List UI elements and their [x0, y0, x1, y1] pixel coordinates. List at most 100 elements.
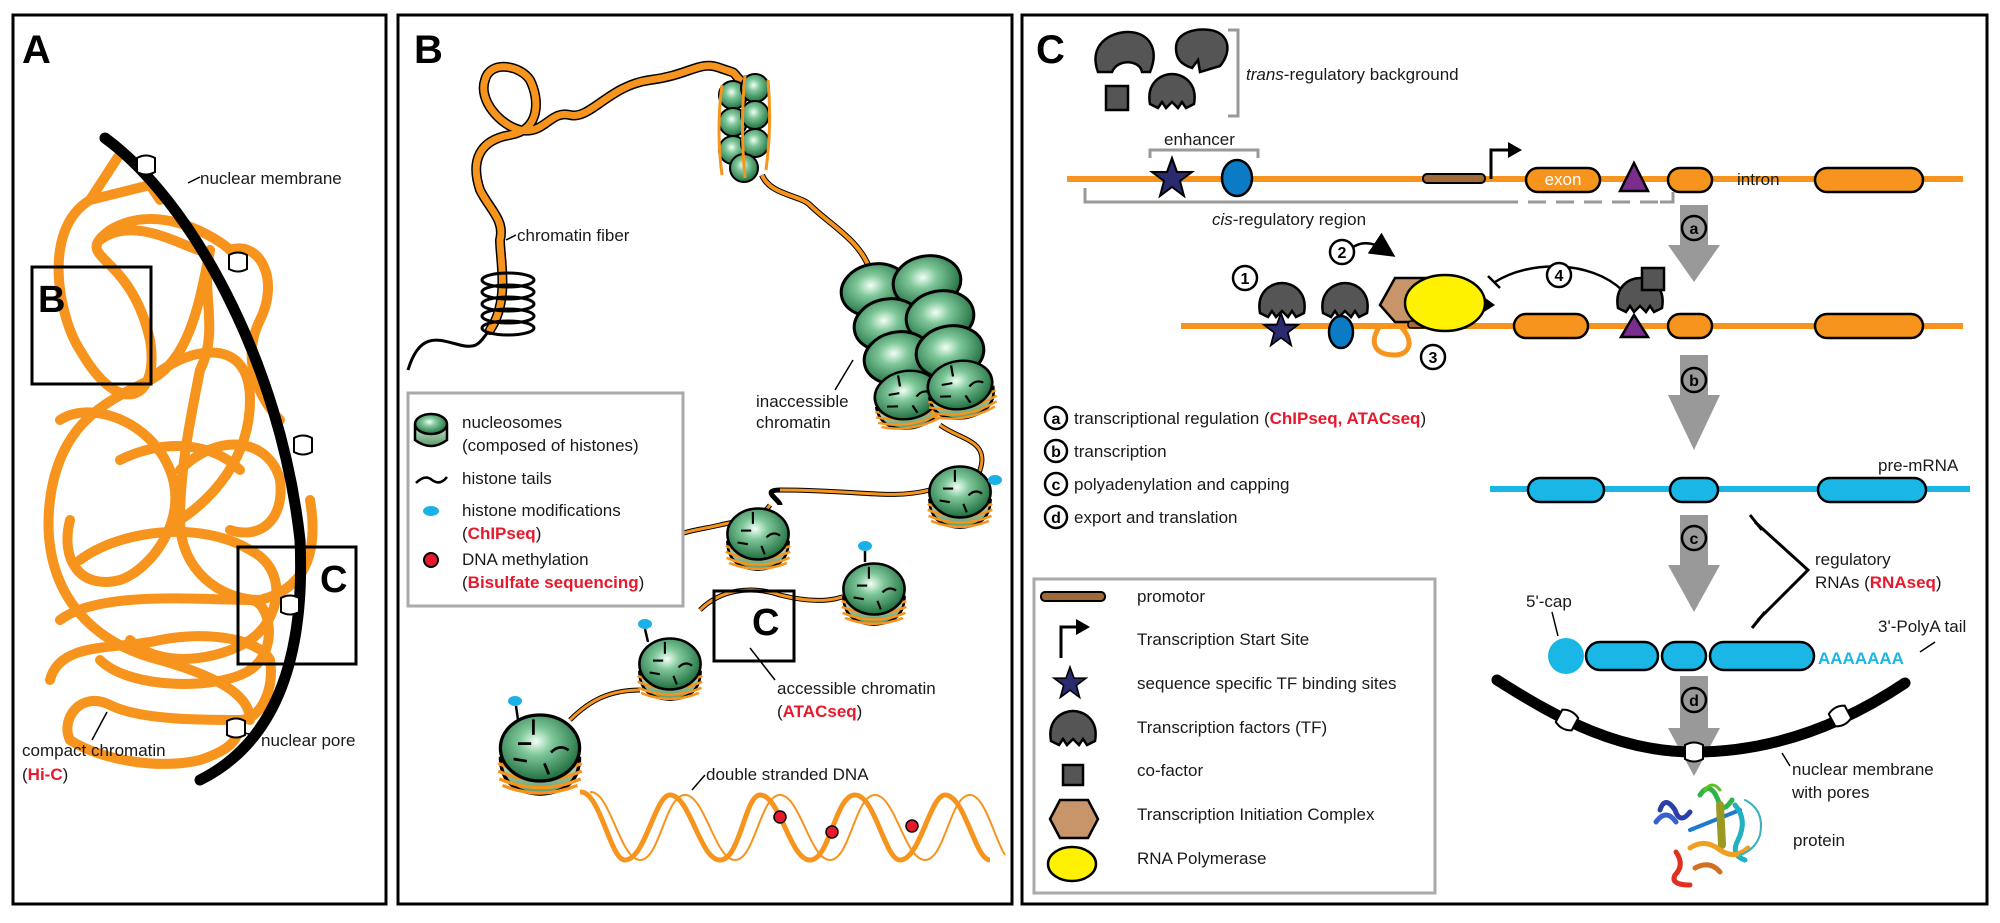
legend-b: nucleosomes (composed of histones) histo…: [406, 391, 685, 608]
panel-b: B: [396, 13, 1014, 906]
svg-text:1: 1: [1241, 271, 1250, 288]
protein-label: protein: [1793, 831, 1845, 850]
rna-polymerase-icon: [1403, 273, 1487, 333]
step-arrow-a: a: [1668, 205, 1720, 282]
histone-modification-icon: [508, 696, 522, 706]
five-prime-cap-icon: [1548, 638, 1584, 674]
polya-tail-label: 3'-PolyA tail: [1878, 617, 1966, 636]
mrna-exon: [1816, 476, 1928, 504]
leader-line: [691, 774, 706, 791]
regulatory-rna-label-1: regulatory: [1815, 550, 1891, 569]
mrna-exon: [1526, 476, 1606, 504]
legend-b-item-label: nucleosomes: [462, 413, 562, 432]
five-prime-cap-label: 5'-cap: [1526, 592, 1572, 611]
step-item-a: a transcriptional regulation (ChIPseq, A…: [1043, 405, 1426, 431]
nucleosome: [926, 465, 994, 529]
step-arrow-b: b: [1668, 355, 1720, 450]
enhancer-label: enhancer: [1164, 130, 1235, 149]
svg-text:d: d: [1689, 693, 1699, 710]
leader-line: [834, 359, 854, 391]
nucleosome-icon: [413, 412, 449, 448]
exon-block: [1813, 312, 1925, 340]
legend-b-item-label: (composed of histones): [462, 436, 639, 455]
svg-text:a: a: [1690, 221, 1699, 238]
chromatin-fiber-label: chromatin fiber: [517, 226, 630, 245]
leader-line: [505, 234, 517, 241]
tss-arrow-icon: [1489, 148, 1510, 179]
leader-line: [1781, 752, 1791, 767]
regulatory-rna-label-2: RNAs (RNAseq): [1815, 573, 1942, 592]
panel-c: C trans-regulatory background enhancer e…: [1020, 13, 1989, 906]
exon-block: [1524, 166, 1602, 194]
chromatin-fiber: [406, 60, 873, 371]
nuclear-pore-icon: [226, 717, 246, 739]
triangle-site-icon: [1618, 312, 1651, 339]
mrna-exon: [1660, 640, 1708, 672]
svg-text:b: b: [1051, 444, 1061, 461]
legend-b-border: [406, 391, 685, 608]
svg-text:transcription: transcription: [1074, 442, 1167, 461]
intron-label: intron: [1737, 170, 1780, 189]
trans-regulatory-shapes: [1094, 28, 1229, 112]
inset-box-c: [712, 589, 796, 663]
legend-b-method-label: (ChIPseq): [462, 524, 541, 543]
rna-polymerase-icon: [1046, 845, 1098, 883]
legend-c-item-label: Transcription factors (TF): [1137, 718, 1327, 737]
legend-b-method-label: (Bisulfate sequencing): [462, 573, 644, 592]
atacseq-method-label: (ATACseq): [777, 702, 862, 721]
legend-c-item-label: co-factor: [1137, 761, 1203, 780]
dna-methylation-icon: [905, 819, 919, 833]
membrane-pores-label-2: with pores: [1791, 783, 1869, 802]
step-arrow-c: c: [1668, 515, 1720, 612]
trans-regulatory-label: trans-regulatory background: [1246, 65, 1459, 84]
nucleosome: [636, 637, 704, 701]
cis-bracket: [1083, 188, 1500, 204]
inaccessible-label-2: chromatin: [756, 413, 831, 432]
inset-c-label-b: C: [752, 602, 779, 644]
promotor-icon: [1040, 591, 1106, 602]
panel-b-letter: B: [414, 28, 443, 72]
tss-arrow-icon: [1059, 625, 1078, 658]
cofactor-square-icon: [1061, 763, 1085, 787]
leader-line: [1919, 641, 1936, 653]
leader-line: [1551, 611, 1559, 637]
enhancer-site-icon: [1220, 158, 1254, 198]
step-item-c: c polyadenylation and capping: [1043, 471, 1290, 497]
nuclear-pore-icon: [136, 154, 156, 176]
leader-line: [91, 711, 108, 741]
panel-a-letter: A: [22, 28, 51, 72]
nuclear-pore-icon: [293, 434, 313, 456]
exon-block: [1666, 312, 1714, 340]
legend-c: promotor Transcription Start Site sequen…: [1032, 577, 1437, 895]
nuclear-membrane: [99, 132, 307, 786]
inset-box-b: [30, 265, 153, 386]
regulatory-rna-bracket: [1753, 520, 1811, 622]
hexagon-icon: [1048, 798, 1100, 840]
legend-b-item-label: DNA methylation: [462, 550, 589, 569]
svg-text:4: 4: [1555, 268, 1564, 285]
nucleosome: [840, 562, 908, 626]
legend-c-item-label: sequence specific TF binding sites: [1137, 674, 1397, 693]
exon-block: [1666, 166, 1714, 194]
inaccessible-label-1: inaccessible: [756, 392, 849, 411]
legend-b-item-label: histone tails: [462, 469, 552, 488]
nuclear-membrane-label: nuclear membrane: [200, 169, 342, 188]
svg-text:2: 2: [1338, 245, 1347, 262]
step-list: a transcriptional regulation (ChIPseq, A…: [1043, 405, 1426, 530]
svg-text:3: 3: [1429, 350, 1438, 367]
panel-a: A B C nuclear memb: [11, 13, 388, 906]
triangle-site-icon: [1617, 160, 1651, 193]
step-number-2: 2: [1328, 238, 1356, 266]
mrna-exon: [1708, 640, 1816, 672]
tss-arrow-head: [1508, 142, 1522, 158]
histone-tail-icon: [415, 476, 448, 484]
leader-line: [244, 732, 261, 738]
hi-c-method-label: (Hi-C): [22, 765, 68, 784]
inset-c-label: C: [320, 559, 347, 601]
polya-sequence: AAAAAAA: [1818, 649, 1904, 668]
legend-c-item-label: RNA Polymerase: [1137, 849, 1266, 868]
dna-methylation-icon: [825, 825, 839, 839]
membrane-pores-label-1: nuclear membrane: [1792, 760, 1934, 779]
svg-text:export and translation: export and translation: [1074, 508, 1238, 527]
